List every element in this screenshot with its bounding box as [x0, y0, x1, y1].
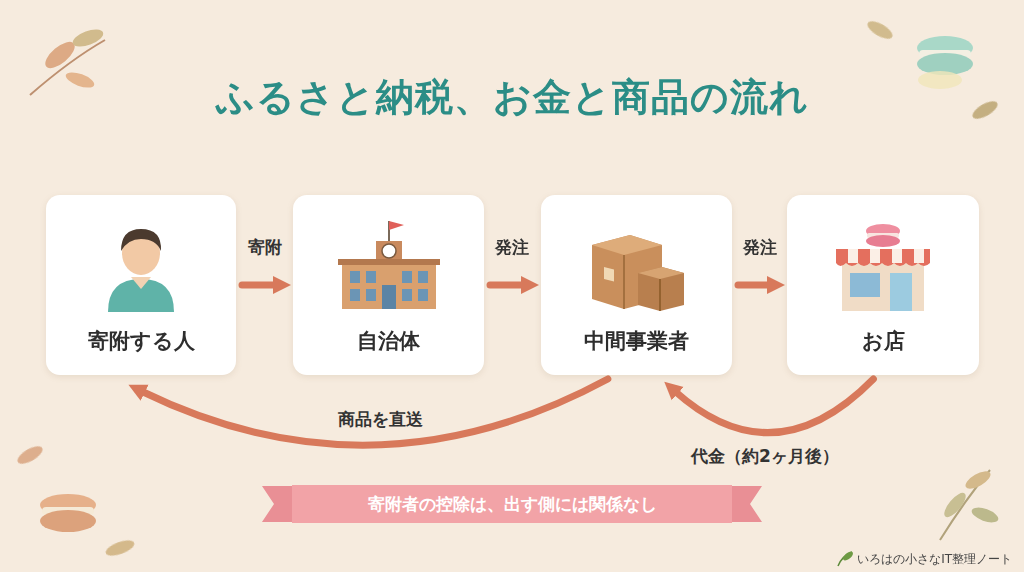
person-icon [86, 217, 196, 312]
edge-label: 発注 [491, 236, 533, 259]
actor-box: お店 [787, 195, 979, 375]
edge-label: 寄附 [244, 236, 286, 259]
node-text: 寄附者の控除は、出す側には関係なし [368, 493, 657, 516]
flow-arrow [675, 379, 874, 433]
actor-box: 寄附する人 [46, 195, 236, 375]
node-text: 自治体 [293, 327, 484, 355]
actor-box: 中間事業者 [541, 195, 732, 375]
leaf-sprig [865, 18, 1000, 122]
note-banner: 寄附者の控除は、出す側には関係なし [292, 485, 732, 523]
shop-icon [828, 217, 938, 312]
edge-label: 商品を直送 [334, 408, 427, 431]
title: ふるさと納税、お金と商品の流れ [0, 72, 1024, 123]
leaf-sprig [15, 443, 1000, 559]
watermark-leaf [838, 550, 855, 566]
flow-arrow [242, 282, 277, 289]
flow-arrow [738, 282, 771, 289]
flow-arrow [490, 282, 525, 289]
macaron [40, 494, 96, 532]
macaron [917, 36, 973, 89]
actor-box: 自治体 [293, 195, 484, 375]
watermark: いろはの小さなIT整理ノート [857, 551, 1012, 568]
edge-label: 代金（約2ヶ月後） [687, 445, 843, 468]
edge-label: 発注 [739, 236, 781, 259]
ribbon-tail [262, 486, 762, 522]
leaf-sprig [30, 26, 105, 95]
node-text: 中間事業者 [541, 327, 732, 355]
city-hall-icon [334, 217, 444, 312]
node-text: 寄附する人 [46, 327, 236, 355]
flow-arrow [141, 379, 608, 445]
boxes-icon [582, 217, 692, 312]
node-text: お店 [787, 327, 979, 355]
